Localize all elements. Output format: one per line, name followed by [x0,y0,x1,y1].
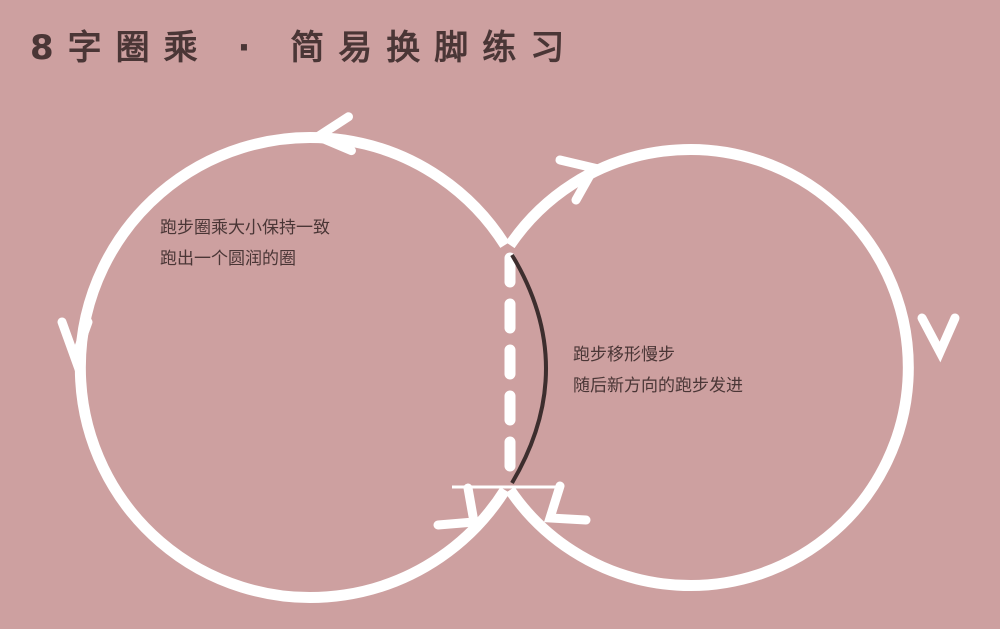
arrow-down-icon [917,313,960,363]
page-title: 8字圈乘 · 简易换脚练习 [30,28,579,68]
arrow-down-icon [57,317,93,372]
arrow-left-icon [308,112,356,156]
note-line: 跑步圈乘大小保持一致 [160,218,330,238]
transition-arc [510,253,548,485]
note-line: 随后新方向的跑步发进 [573,376,743,396]
arrow-up-right-icon [433,483,480,530]
left-circle-path [74,132,510,603]
note-line: 跑出一个圆润的圈 [160,249,296,269]
left-circle-note: 跑步圈乘大小保持一致 跑出一个圆润的圈 [160,213,330,275]
transition-note: 跑步移形慢步 随后新方向的跑步发进 [573,340,743,402]
note-line: 跑步移形慢步 [573,345,675,365]
right-circle-path [505,144,914,591]
arrow-up-left-icon [543,481,591,525]
arrow-up-right-icon [555,155,601,205]
